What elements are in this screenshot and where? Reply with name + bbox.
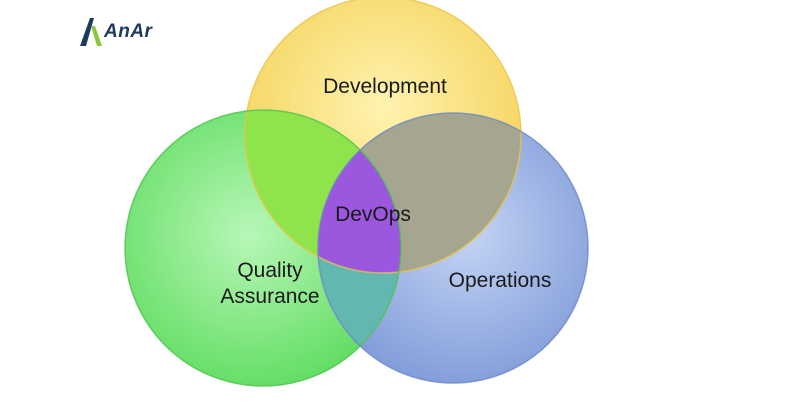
logo-mark-icon [80,18,102,46]
devops-label: DevOps [335,203,411,226]
quality-label-line-2: Assurance [220,285,320,308]
operations-outline [317,112,589,384]
anar-logo: AnAr [78,16,188,52]
quality-outline [124,109,402,387]
quality-assurance-label: Quality Assurance [200,258,340,310]
operations-label: Operations [448,269,552,292]
development-label: Development [323,75,447,98]
quality-label-line-1: Quality [237,259,303,282]
development-outline [244,0,522,274]
logo-text: AnAr [104,21,153,42]
